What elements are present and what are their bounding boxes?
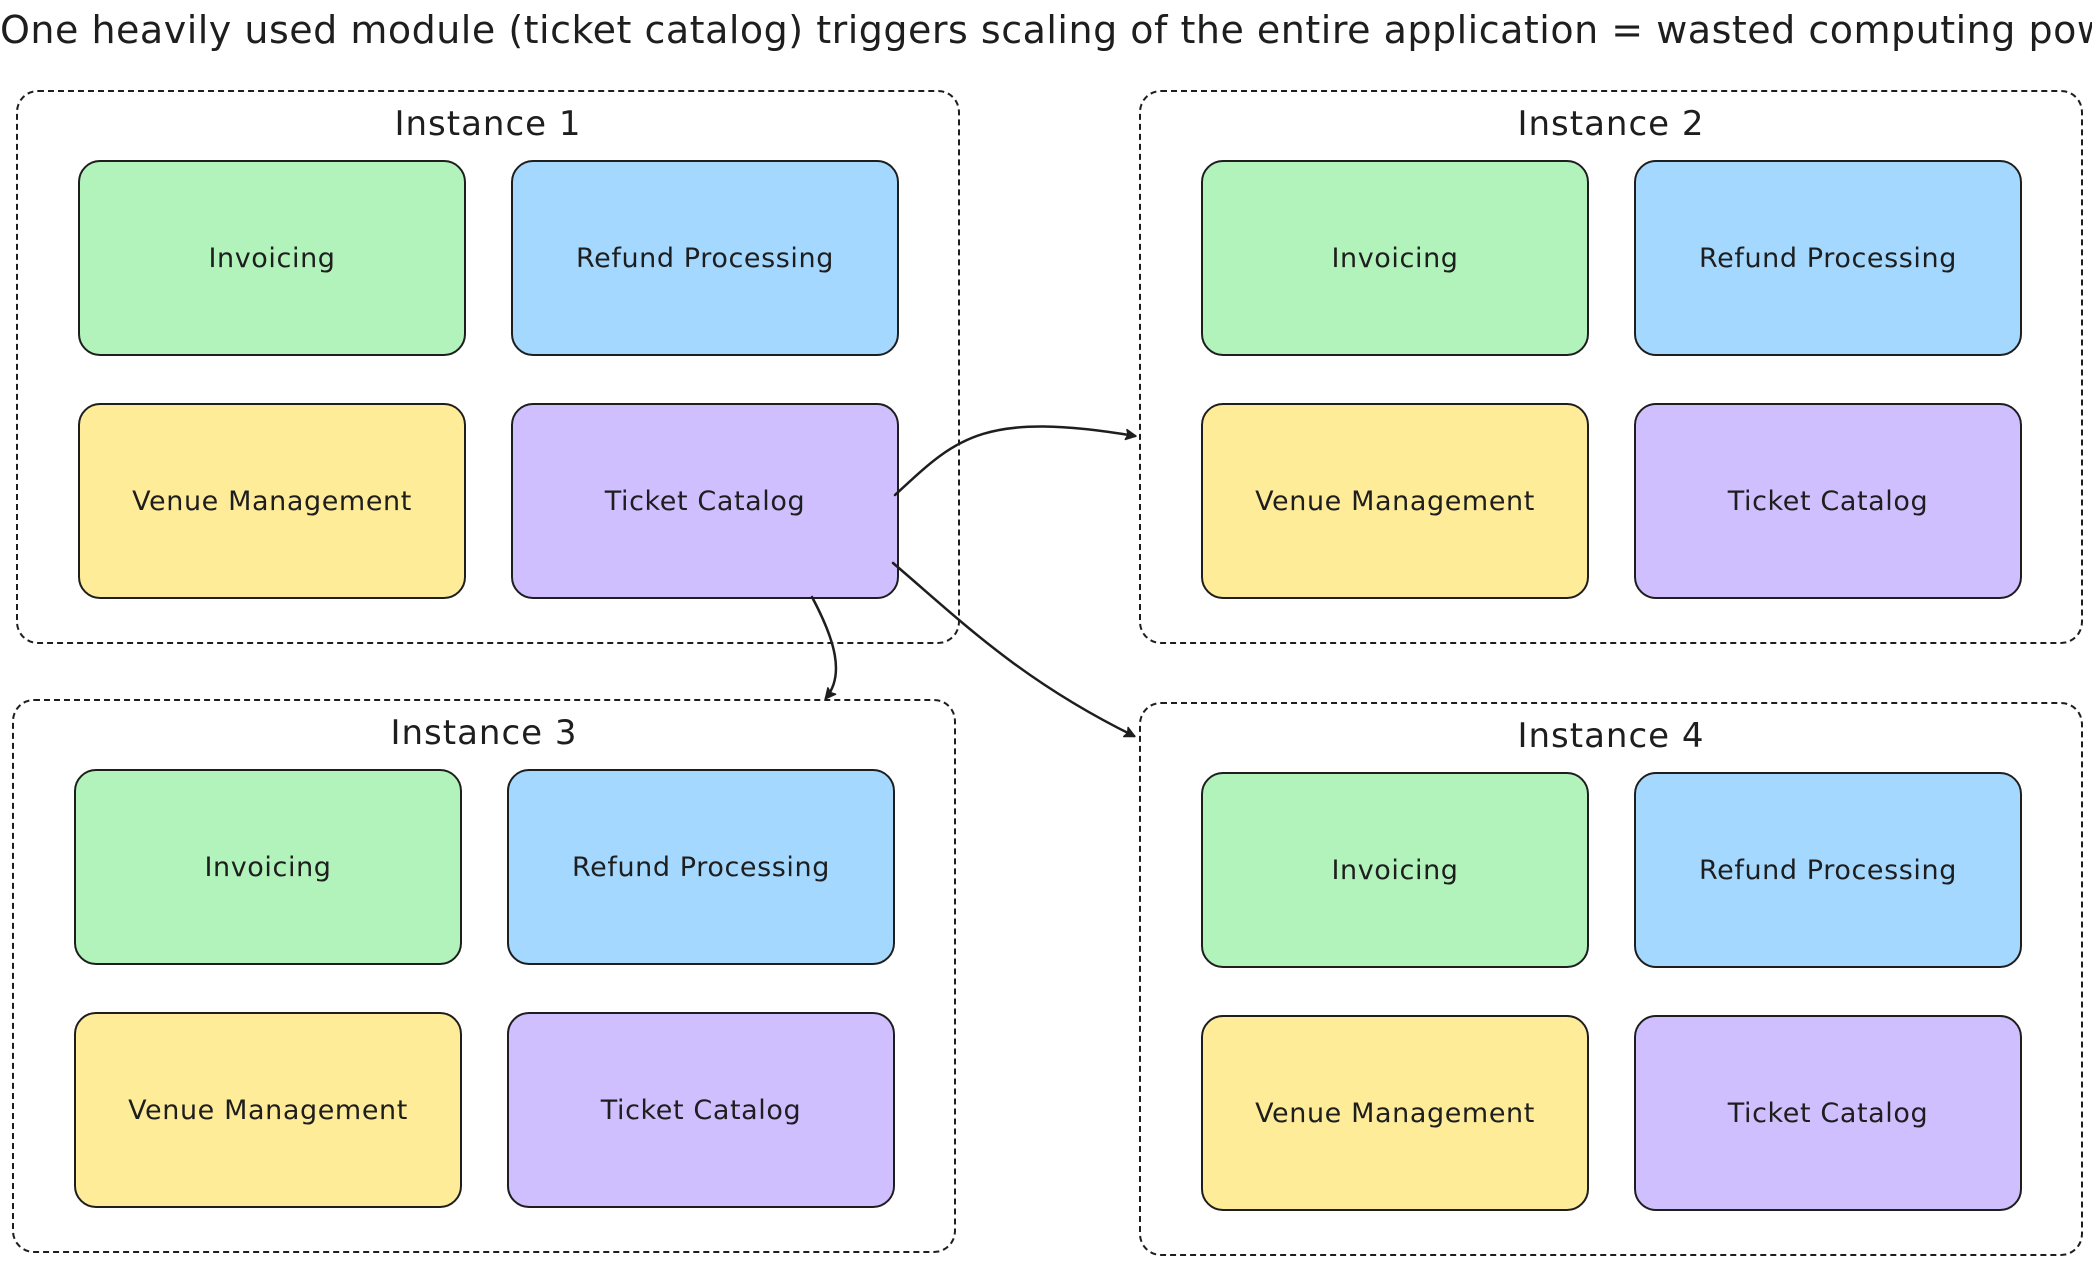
instance-4-venue-management-module: Venue Management <box>1201 1015 1589 1211</box>
instance-1-refund-processing-module: Refund Processing <box>511 160 899 356</box>
instance-2-invoicing-module: Invoicing <box>1201 160 1589 356</box>
instance-2-label: Instance 2 <box>1517 104 1705 144</box>
instance-2-container: Instance 2 Invoicing Refund Processing V… <box>1139 90 2083 644</box>
diagram-title: One heavily used module (ticket catalog)… <box>0 8 2092 52</box>
instance-4-label: Instance 4 <box>1517 716 1705 756</box>
instance-3-label: Instance 3 <box>390 713 578 753</box>
instance-1-label: Instance 1 <box>394 104 582 144</box>
instance-4-refund-processing-module: Refund Processing <box>1634 772 2022 968</box>
instance-4-ticket-catalog-module: Ticket Catalog <box>1634 1015 2022 1211</box>
instance-3-refund-processing-module: Refund Processing <box>507 769 895 965</box>
instance-2-refund-processing-module: Refund Processing <box>1634 160 2022 356</box>
instance-4-invoicing-module: Invoicing <box>1201 772 1589 968</box>
instance-2-venue-management-module: Venue Management <box>1201 403 1589 599</box>
instance-3-container: Instance 3 Invoicing Refund Processing V… <box>12 699 956 1253</box>
instance-1-invoicing-module: Invoicing <box>78 160 466 356</box>
instance-3-ticket-catalog-module: Ticket Catalog <box>507 1012 895 1208</box>
instance-3-venue-management-module: Venue Management <box>74 1012 462 1208</box>
instance-2-ticket-catalog-module: Ticket Catalog <box>1634 403 2022 599</box>
instance-1-container: Instance 1 Invoicing Refund Processing V… <box>16 90 960 644</box>
instance-3-invoicing-module: Invoicing <box>74 769 462 965</box>
instance-4-container: Instance 4 Invoicing Refund Processing V… <box>1139 702 2083 1256</box>
instance-1-venue-management-module: Venue Management <box>78 403 466 599</box>
instance-1-ticket-catalog-module: Ticket Catalog <box>511 403 899 599</box>
